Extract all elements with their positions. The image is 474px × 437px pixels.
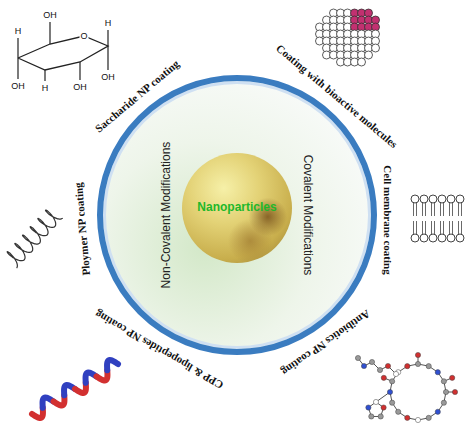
atom-label: H — [41, 84, 50, 93]
lipid-bilayer — [411, 195, 464, 242]
modification-ring: Non-Covalent Modifications Covalent Modif… — [97, 75, 377, 355]
atom-label: H — [14, 27, 23, 36]
atom-label: OH — [42, 11, 58, 20]
coating-label: Cell membrane coating — [382, 165, 394, 274]
saccharide-structure — [18, 22, 108, 81]
modification-label: Non-Covalent Modifications — [160, 142, 173, 289]
peptide-helix — [32, 360, 118, 418]
protein-molecule — [316, 9, 380, 66]
particle-label: Nanoparticles — [197, 201, 276, 214]
atom-label: OH — [72, 83, 88, 92]
antibiotic-molecule — [355, 352, 457, 422]
polymer-coil — [7, 210, 62, 268]
atom-label: OH — [10, 82, 26, 91]
coating-label: Ploymer NP coating — [72, 182, 92, 276]
atom-label: H — [104, 19, 113, 28]
atom-label: OH — [100, 73, 116, 82]
nanoparticle-sphere: Nanoparticles — [182, 153, 292, 263]
modification-label: Covalent Modifications — [300, 155, 313, 276]
atom-label: O — [79, 32, 88, 41]
